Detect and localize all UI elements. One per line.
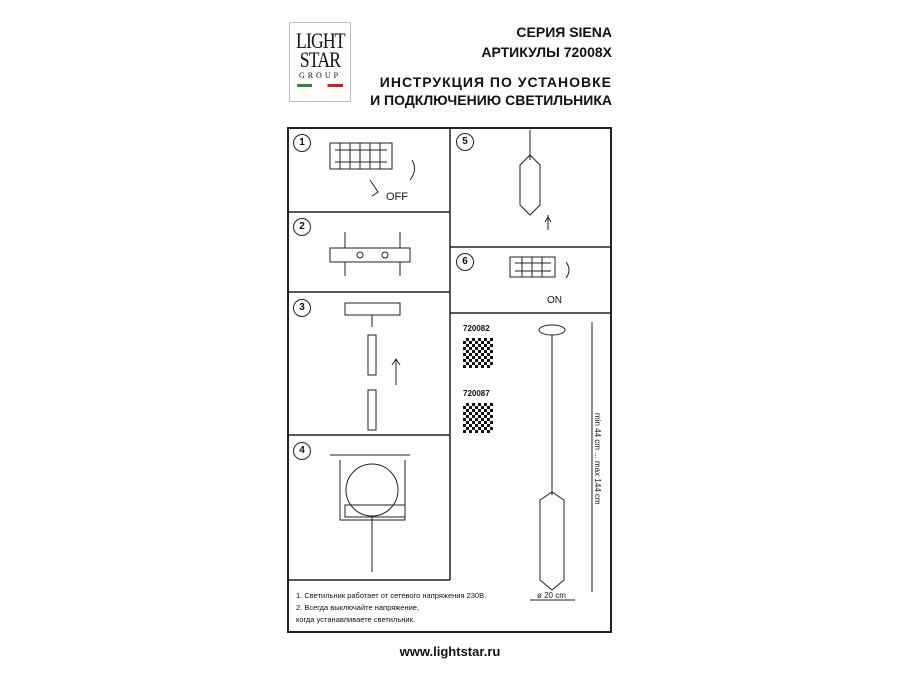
canopy-rod xyxy=(344,302,401,431)
shade-assembly xyxy=(330,454,410,572)
notes: 1. Светильник работает от сетевого напря… xyxy=(296,590,486,626)
italian-flag-stripe xyxy=(297,84,343,87)
height-dimension: min 44 cm ... max 144 cm xyxy=(593,413,602,505)
instruction-title: ИНСТРУКЦИЯ ПО УСТАНОВКЕ xyxy=(379,74,612,90)
website-link[interactable]: www.lightstar.ru xyxy=(399,644,501,659)
diameter-dimension: ø 20 cm xyxy=(537,591,566,600)
instruction-subtitle: И ПОДКЛЮЧЕНИЮ СВЕТИЛЬНИКА xyxy=(370,92,612,108)
pendant-full xyxy=(530,322,593,601)
article-code: 720087 xyxy=(463,389,490,398)
qr-code xyxy=(463,338,493,368)
on-label: ON xyxy=(547,295,562,306)
step-2-marker: 2 xyxy=(293,218,311,236)
note-2-cont: когда устанавливаете светильник. xyxy=(296,615,415,624)
step-5-marker: 5 xyxy=(456,133,474,151)
terminal-block-6 xyxy=(509,256,570,279)
logo-text: LIGHT xyxy=(296,28,346,53)
terminal-block-1 xyxy=(329,142,416,197)
qr-code xyxy=(463,403,493,433)
step-6-marker: 6 xyxy=(456,253,474,271)
logo-text: STAR xyxy=(299,47,341,72)
brand-logo: LIGHT STAR GROUP xyxy=(289,22,351,102)
note-1: 1. Светильник работает от сетевого напря… xyxy=(296,591,487,600)
logo-text: GROUP xyxy=(298,71,342,80)
article-code: 720082 xyxy=(463,324,490,333)
step-3-marker: 3 xyxy=(293,299,311,317)
articles-title: АРТИКУЛЫ 72008X xyxy=(481,44,612,60)
series-title: СЕРИЯ SIENA xyxy=(516,24,612,40)
step-1-marker: 1 xyxy=(293,134,311,152)
mounting-bracket xyxy=(329,232,411,276)
pendant-5 xyxy=(519,130,552,230)
step-4-marker: 4 xyxy=(293,442,311,460)
off-label: OFF xyxy=(386,191,408,203)
note-2: 2. Всегда выключайте напряжение, xyxy=(296,603,420,612)
